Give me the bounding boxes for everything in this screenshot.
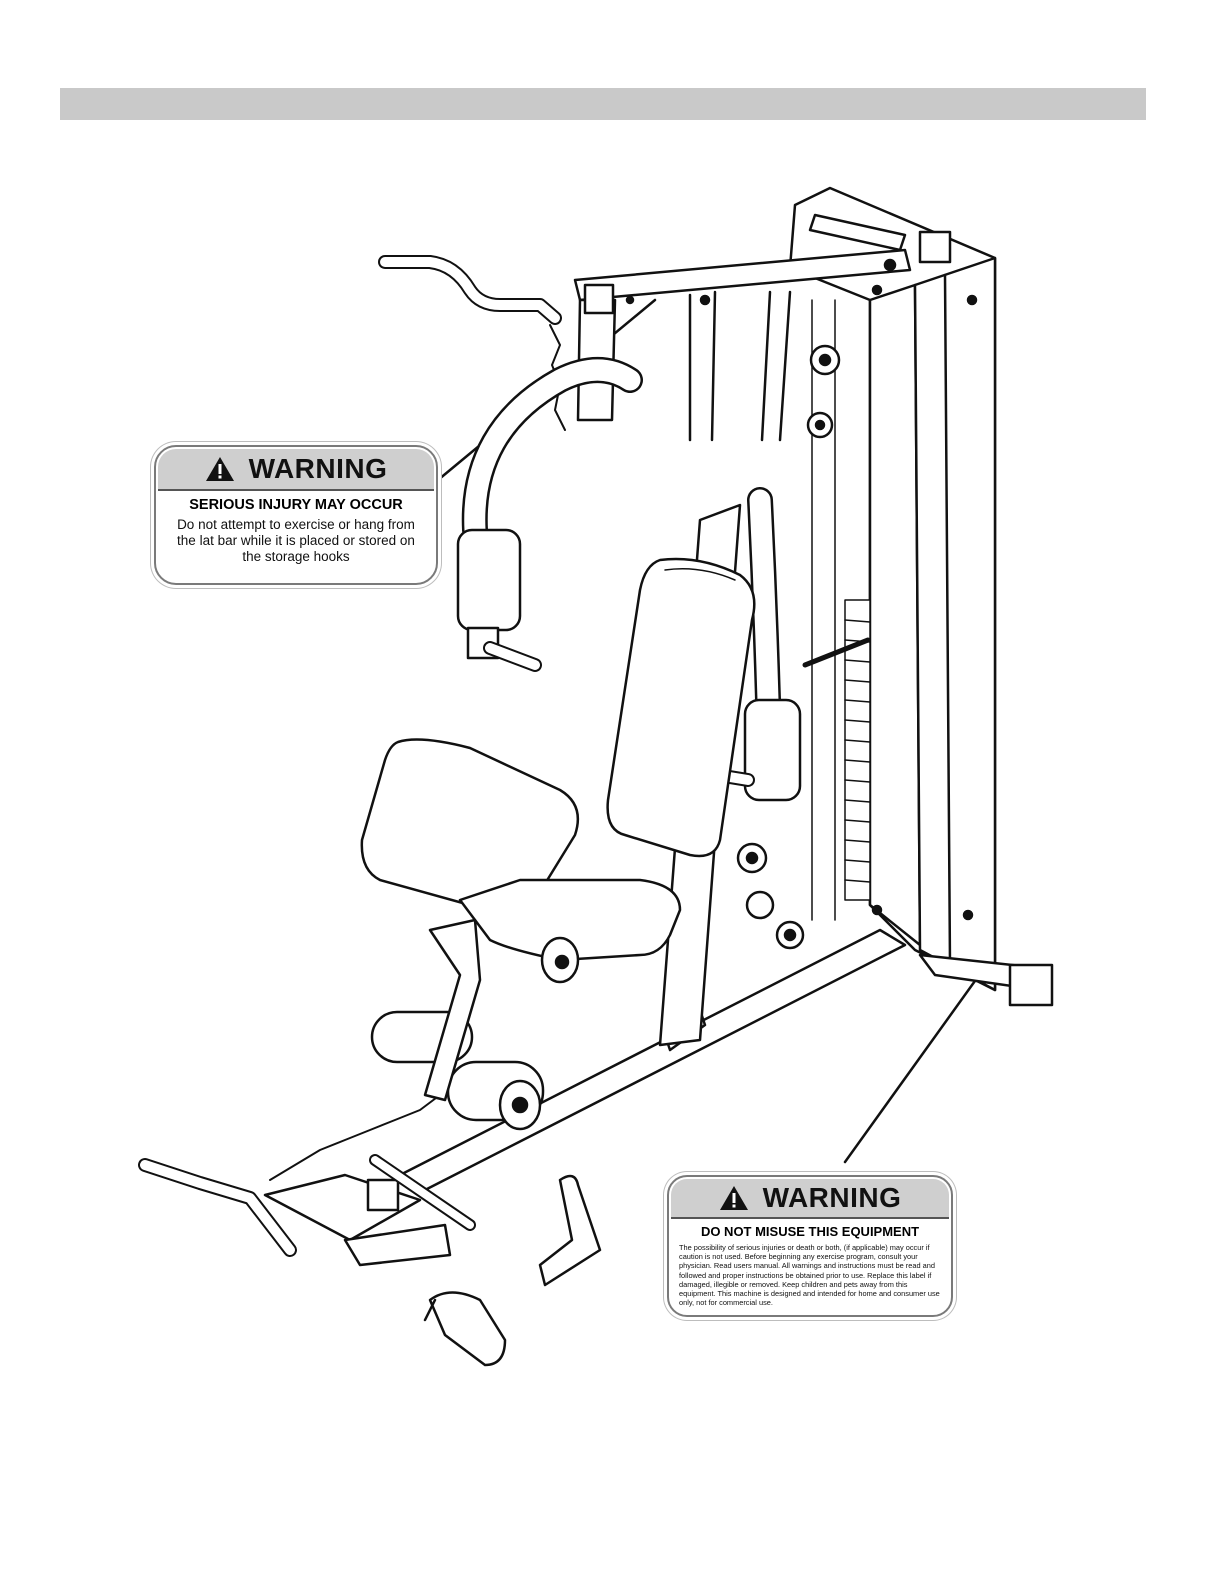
leg-pads	[370, 918, 545, 1131]
warning-banner: WARNING	[158, 449, 434, 491]
warning-label-misuse: WARNING DO NOT MISUSE THIS EQUIPMENT The…	[667, 1175, 953, 1317]
stirrup-handle	[538, 1174, 602, 1287]
weight-tower	[788, 186, 997, 992]
warning-label-lat-bar: WARNING SERIOUS INJURY MAY OCCUR Do not …	[154, 445, 438, 585]
press-arm	[456, 357, 643, 672]
pulleys	[736, 344, 841, 950]
warning-subtitle: DO NOT MISUSE THIS EQUIPMENT	[700, 1224, 920, 1239]
ankle-strap	[423, 1291, 507, 1367]
seat-pad	[458, 878, 682, 962]
warning-triangle-icon	[205, 457, 234, 481]
warning-title: WARNING	[248, 453, 388, 484]
foot-handle	[138, 1154, 476, 1267]
leader-line-bottom	[843, 958, 992, 1164]
warning-triangle-icon	[719, 1186, 748, 1210]
warning-banner: WARNING	[671, 1179, 949, 1219]
warning-body: The possibility of serious injuries or d…	[679, 1243, 940, 1308]
backrest-pad	[606, 557, 756, 858]
warning-title: WARNING	[762, 1182, 902, 1213]
warning-body: Do not attempt to exercise or hang from …	[177, 517, 415, 564]
header-bar	[60, 88, 1146, 120]
warning-subtitle: SERIOUS INJURY MAY OCCUR	[189, 497, 403, 513]
base-frame	[398, 928, 1054, 1192]
